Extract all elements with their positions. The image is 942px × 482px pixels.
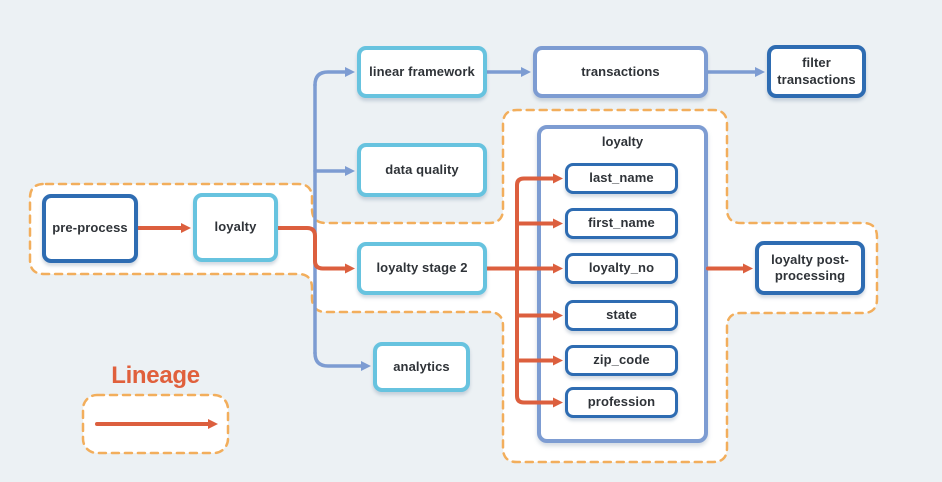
- node-loyalty-post-processing[interactable]: loyalty post-processing: [755, 241, 865, 295]
- field-zip-code[interactable]: zip_code: [565, 345, 678, 376]
- edge-loyalty-loyalty-stage-2: [276, 226, 355, 274]
- field-loyalty-no[interactable]: loyalty_no: [565, 253, 678, 284]
- field-last-name[interactable]: last_name: [565, 163, 678, 194]
- edge-stage2-last-name: [515, 173, 563, 271]
- legend-title: Lineage: [111, 362, 200, 389]
- node-filter-transactions[interactable]: filter transactions: [767, 45, 866, 98]
- group-loyalty-label: loyalty: [601, 134, 644, 149]
- field-state[interactable]: state: [565, 300, 678, 331]
- node-loyalty-stage-2[interactable]: loyalty stage 2: [357, 242, 487, 295]
- field-first-name[interactable]: first_name: [565, 208, 678, 239]
- edge-stage2-profession: [515, 266, 563, 408]
- node-transactions[interactable]: transactions: [533, 46, 708, 98]
- node-linear-framework[interactable]: linear framework: [357, 46, 487, 98]
- field-profession[interactable]: profession: [565, 387, 678, 418]
- edge-loyalty-linear-framework: [313, 67, 355, 87]
- node-analytics[interactable]: analytics: [373, 342, 470, 392]
- node-loyalty[interactable]: loyalty: [193, 193, 278, 262]
- flow-edges: [313, 67, 765, 371]
- node-pre-process[interactable]: pre-process: [42, 194, 138, 263]
- node-data-quality[interactable]: data quality: [357, 143, 487, 197]
- edge-loyalty-analytics: [313, 351, 371, 371]
- lineage-edges: [95, 173, 753, 429]
